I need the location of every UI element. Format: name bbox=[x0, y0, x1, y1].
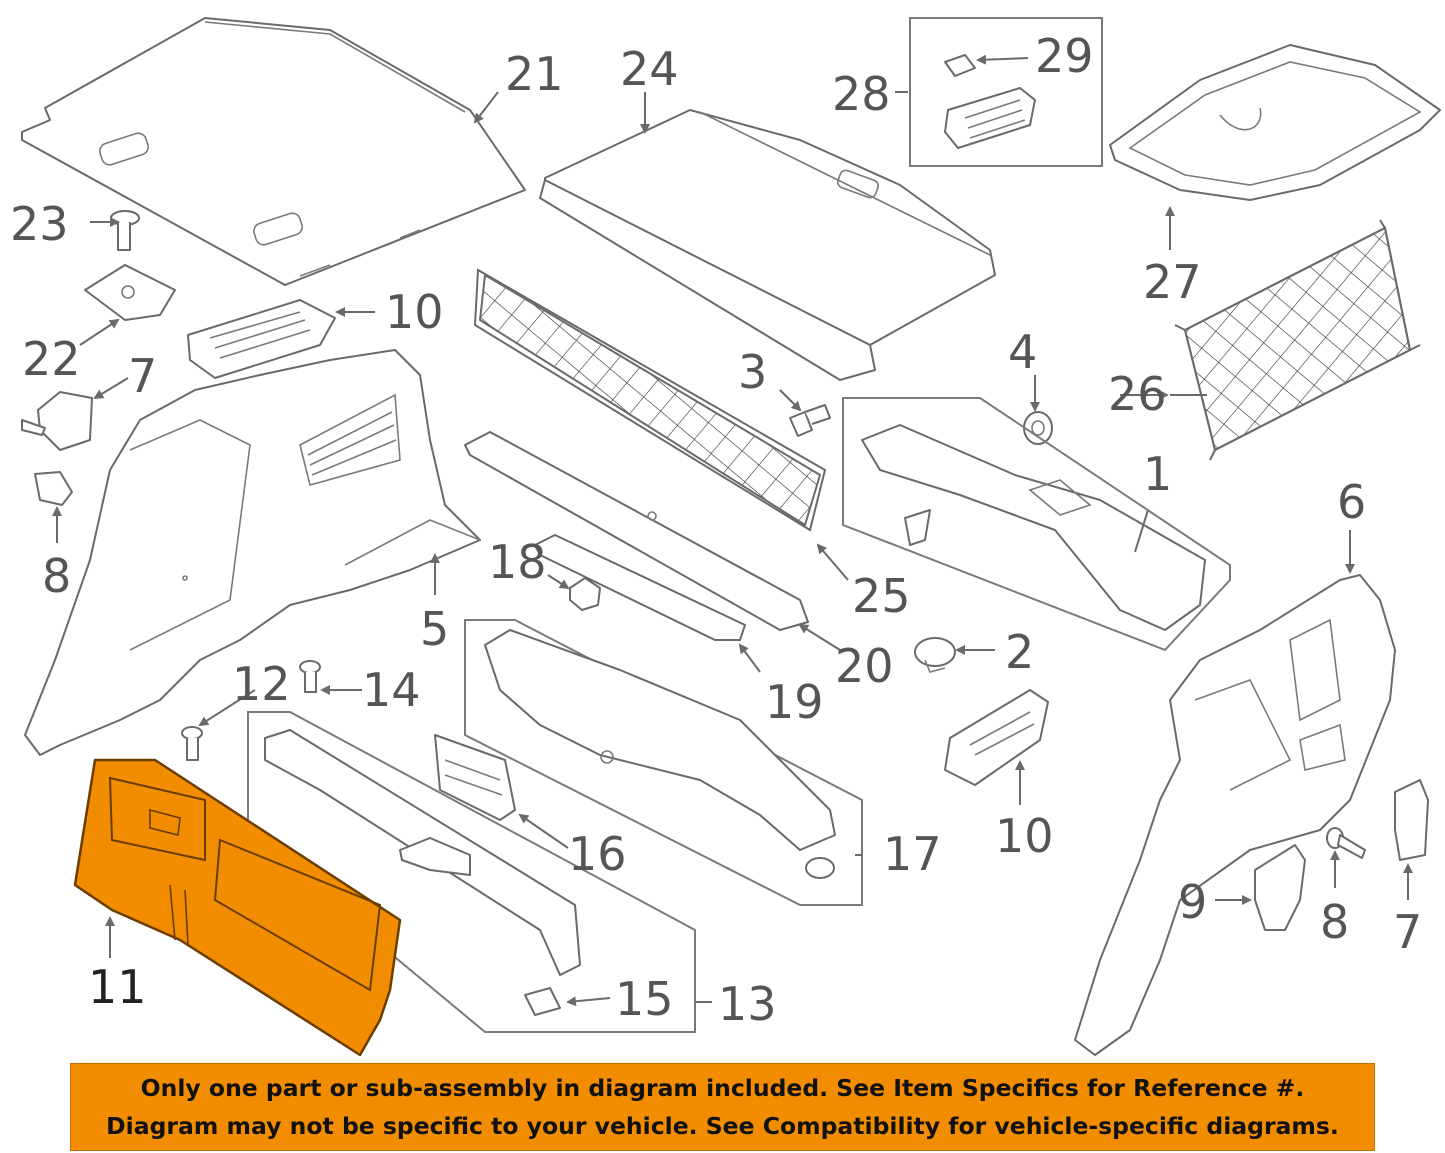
callout-8a: 8 bbox=[42, 549, 71, 603]
callout-21: 21 bbox=[505, 47, 564, 101]
callout-19: 19 bbox=[765, 675, 824, 729]
callout-6: 6 bbox=[1337, 475, 1366, 529]
part-8-right-fastener bbox=[1326, 827, 1366, 859]
part-8-left-fastener bbox=[34, 471, 73, 506]
callout-2: 2 bbox=[1005, 625, 1034, 679]
part-10-lower-vent bbox=[944, 689, 1049, 786]
part-28-lamp-assembly bbox=[909, 17, 1103, 167]
part-14-bolt bbox=[299, 660, 321, 693]
callout-18: 18 bbox=[488, 535, 547, 589]
part-19-sill-trim bbox=[534, 534, 746, 641]
callout-12: 12 bbox=[232, 657, 291, 711]
callout-20: 20 bbox=[835, 639, 894, 693]
part-22-bracket bbox=[84, 264, 176, 321]
part-1-trim-assembly bbox=[842, 397, 1231, 652]
callout-10a: 10 bbox=[385, 285, 444, 339]
part-21-load-floor bbox=[21, 17, 526, 286]
part-18-nut bbox=[569, 577, 601, 611]
part-12-bolt bbox=[181, 726, 203, 761]
callout-24: 24 bbox=[620, 42, 679, 96]
part-9-cover bbox=[1254, 844, 1306, 931]
part-4-grommet bbox=[1023, 411, 1053, 445]
part-26-cargo-net bbox=[1174, 219, 1421, 461]
part-23-pin bbox=[110, 210, 140, 251]
callout-1: 1 bbox=[1143, 447, 1172, 501]
callout-5: 5 bbox=[420, 602, 449, 656]
callout-22: 22 bbox=[22, 332, 81, 386]
leader-lines bbox=[52, 54, 1413, 1007]
callout-9: 9 bbox=[1178, 875, 1207, 929]
callout-26: 26 bbox=[1108, 367, 1167, 421]
part-24-cargo-cover bbox=[539, 109, 996, 381]
callout-29: 29 bbox=[1035, 29, 1094, 83]
part-25-cargo-net bbox=[473, 268, 827, 532]
callout-7b: 7 bbox=[1393, 905, 1422, 959]
callout-11: 11 bbox=[88, 960, 147, 1014]
callout-4: 4 bbox=[1008, 325, 1037, 379]
callout-17: 17 bbox=[883, 827, 942, 881]
callout-8b: 8 bbox=[1320, 895, 1349, 949]
part-5-left-quarter-trim bbox=[24, 349, 481, 756]
callout-23: 23 bbox=[10, 197, 69, 251]
part-13-trim-assembly bbox=[247, 711, 696, 1033]
callout-16: 16 bbox=[568, 827, 627, 881]
callout-labels: 21 24 29 28 23 27 10 22 7 3 4 26 1 6 18 … bbox=[10, 29, 1422, 1031]
disclaimer-line-1: Only one part or sub-assembly in diagram… bbox=[140, 1074, 1305, 1102]
callout-10b: 10 bbox=[995, 809, 1054, 863]
part-3-screw bbox=[789, 404, 831, 437]
disclaimer-banner: Only one part or sub-assembly in diagram… bbox=[70, 1063, 1375, 1151]
callout-27: 27 bbox=[1143, 255, 1202, 309]
part-6-right-quarter-trim bbox=[1074, 574, 1396, 1056]
part-11-highlighted-panel bbox=[73, 758, 402, 1057]
callout-7a: 7 bbox=[128, 349, 157, 403]
part-27-cargo-mat bbox=[1109, 44, 1441, 201]
part-7-left-cover bbox=[21, 391, 93, 451]
part-7-right-cover bbox=[1394, 779, 1429, 861]
part-17-trim-assembly bbox=[464, 619, 863, 906]
callout-13: 13 bbox=[718, 977, 777, 1031]
callout-28: 28 bbox=[832, 67, 891, 121]
part-16-bracket bbox=[434, 734, 516, 821]
callout-3: 3 bbox=[738, 345, 767, 399]
callout-15: 15 bbox=[615, 972, 674, 1026]
disclaimer-line-2: Diagram may not be specific to your vehi… bbox=[106, 1112, 1339, 1140]
part-2-clip bbox=[914, 637, 956, 673]
part-20-sill-trim bbox=[464, 431, 809, 631]
callout-14: 14 bbox=[362, 663, 421, 717]
callout-25: 25 bbox=[852, 569, 911, 623]
part-10-upper-vent bbox=[187, 299, 336, 379]
